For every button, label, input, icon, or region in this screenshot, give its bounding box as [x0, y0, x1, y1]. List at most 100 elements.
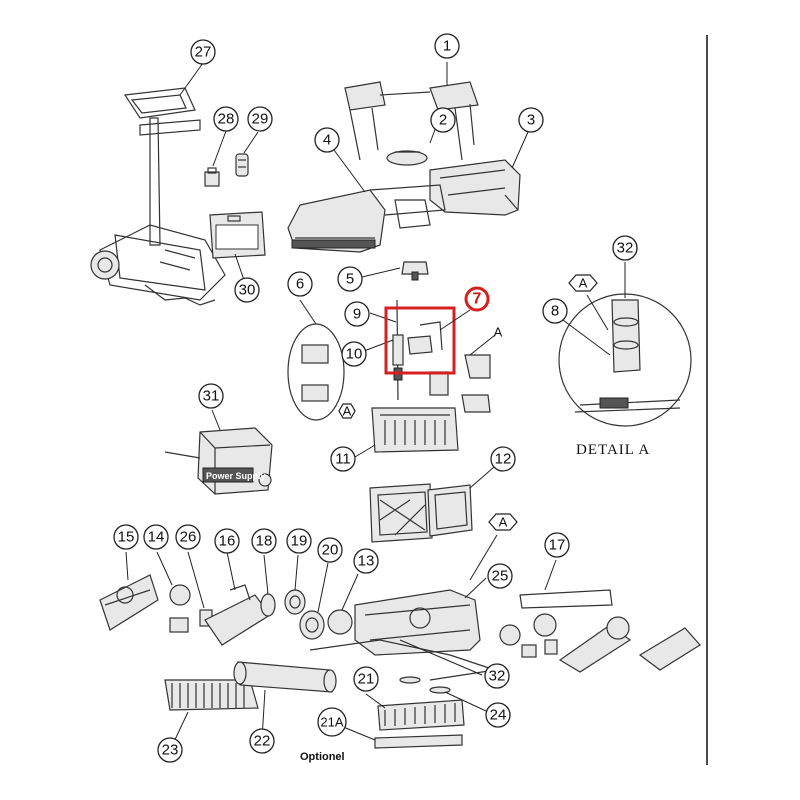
part-7-bracket [407, 321, 443, 355]
callout-8: 8 [542, 298, 568, 324]
svg-text:15: 15 [118, 529, 135, 546]
callout-32-detail: 32 [612, 235, 638, 261]
svg-text:A: A [579, 276, 588, 291]
part-5-cap [401, 261, 429, 281]
part-21a-bar [374, 734, 463, 749]
svg-text:16: 16 [219, 533, 236, 550]
callout-10: 10 [341, 341, 367, 367]
svg-text:5: 5 [346, 271, 354, 288]
part-4-top-cover [287, 184, 446, 253]
svg-text:13: 13 [358, 553, 375, 570]
callout-15: 15 [113, 524, 139, 550]
part-15-side-panel [99, 574, 159, 631]
detail-a-caption: DETAIL A [576, 442, 650, 458]
svg-text:28: 28 [218, 111, 235, 128]
part-2-knob [386, 150, 428, 166]
callout-23: 23 [157, 737, 183, 763]
part-9-10-cable [392, 299, 404, 401]
part-6-clips-group [287, 323, 345, 421]
svg-text:22: 22 [254, 733, 271, 750]
callout-28: 28 [213, 106, 239, 132]
callout-21: 21 [353, 666, 379, 692]
callout-9: 9 [344, 301, 370, 327]
callout-26: 26 [175, 524, 201, 550]
part-12-filters [369, 483, 473, 543]
svg-text:7: 7 [473, 291, 482, 308]
part-18-ring [260, 593, 276, 617]
callout-16: 16 [214, 528, 240, 554]
svg-text:A: A [343, 404, 352, 419]
svg-text:18: 18 [256, 533, 273, 550]
svg-text:12: 12 [495, 451, 512, 468]
svg-text:23: 23 [162, 742, 179, 759]
svg-text:10: 10 [346, 346, 363, 363]
callout-3: 3 [518, 107, 544, 133]
svg-text:26: 26 [180, 529, 197, 546]
part-28-clip [204, 167, 220, 187]
svg-text:27: 27 [195, 44, 212, 61]
part-23-brush [164, 679, 259, 711]
part-20-pulley [299, 610, 325, 640]
part-13-gear [327, 609, 353, 635]
callout-21a: 21A [317, 707, 347, 737]
svg-text:31: 31 [203, 388, 220, 405]
callout-24: 24 [485, 702, 511, 728]
callout-1: 1 [434, 33, 460, 59]
part-25-chassis [354, 589, 481, 656]
svg-text:6: 6 [296, 276, 304, 293]
part-3-top-cover [429, 159, 521, 216]
callout-11: 11 [330, 446, 356, 472]
callout-32-assembly: 32 [484, 663, 510, 689]
part-22-roller [233, 661, 337, 693]
marker-a-hex-2: A [568, 274, 598, 292]
highlight-box-part-7 [384, 306, 456, 375]
callout-30: 30 [234, 277, 260, 303]
callout-7-highlighted: 7 [464, 286, 490, 312]
svg-text:24: 24 [490, 707, 507, 724]
svg-text:2: 2 [439, 112, 447, 129]
part-19-ring [284, 589, 306, 615]
part-14-clip [169, 584, 191, 633]
part-16-side [204, 584, 271, 646]
filter-holders [429, 354, 491, 413]
callout-13: 13 [353, 548, 379, 574]
part-31-power-supply [164, 427, 273, 495]
svg-text:4: 4 [323, 132, 331, 149]
marker-a-hex-1: A [338, 403, 356, 419]
callout-6: 6 [287, 271, 313, 297]
callout-14: 14 [143, 524, 169, 550]
callout-29: 29 [247, 106, 273, 132]
callout-18: 18 [251, 528, 277, 554]
svg-text:21A: 21A [320, 715, 343, 730]
svg-text:1: 1 [443, 38, 451, 55]
svg-text:32: 32 [617, 240, 634, 257]
svg-text:25: 25 [492, 568, 509, 585]
svg-text:3: 3 [527, 112, 535, 129]
optional-caption: Optionel [300, 751, 345, 763]
svg-text:20: 20 [322, 542, 339, 559]
svg-text:A: A [499, 515, 508, 530]
part-1-handle [344, 81, 479, 161]
svg-text:32: 32 [489, 668, 506, 685]
part-30-plate [209, 211, 266, 259]
svg-text:17: 17 [549, 537, 566, 554]
marker-a-label-4: A [494, 325, 503, 340]
detail-a-contents [574, 299, 681, 413]
part-11-motor-base [371, 407, 459, 453]
svg-text:29: 29 [252, 111, 269, 128]
callout-2: 2 [430, 107, 456, 133]
part-32-base-plate [309, 639, 496, 681]
svg-text:19: 19 [291, 533, 308, 550]
callout-25: 25 [487, 563, 513, 589]
svg-text:9: 9 [353, 306, 361, 323]
part-29-clip [235, 153, 249, 177]
callout-5: 5 [337, 266, 363, 292]
svg-text:8: 8 [551, 303, 559, 320]
power-supply-label: Power Supply [206, 471, 266, 481]
right-side-parts [499, 613, 558, 658]
callout-31: 31 [198, 383, 224, 409]
part-21-brush-bar [377, 699, 465, 731]
caddy-cart [90, 87, 226, 306]
callout-4: 4 [314, 127, 340, 153]
